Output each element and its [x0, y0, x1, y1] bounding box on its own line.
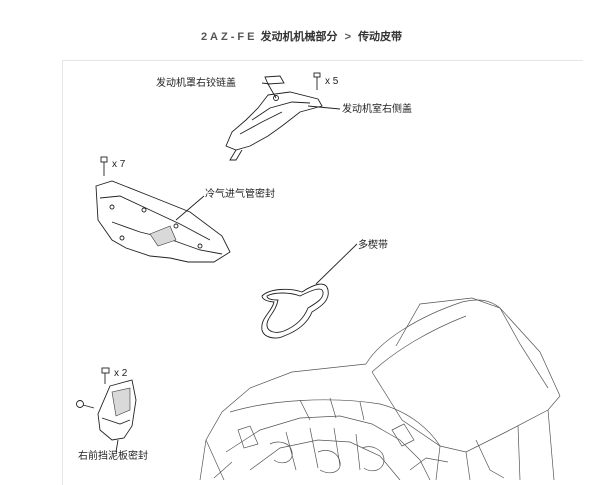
fender-seal-label: 右前挡泥板密封: [78, 449, 148, 462]
side-cover-bolt-qty: x 5: [325, 76, 339, 87]
cool-air-seal-part: [95, 180, 231, 263]
side-cover-part: [225, 91, 323, 161]
fender-seal-bolt-qty: x 2: [114, 368, 128, 379]
cool-air-seal-bolt-icon: [100, 156, 108, 176]
breadcrumb: 2AZ-FE 发动机机械部分 > 传动皮带: [0, 28, 603, 44]
side-cover-label: 发动机室右侧盖: [342, 102, 412, 115]
cool-air-seal-label: 冷气进气管密封: [205, 187, 275, 200]
breadcrumb-separator: >: [344, 31, 351, 43]
v-ribbed-belt-part: [261, 283, 329, 339]
cool-air-seal-bolt-qty: x 7: [112, 159, 126, 170]
breadcrumb-section[interactable]: 发动机机械部分: [260, 31, 338, 43]
fender-seal-part: [97, 379, 137, 441]
side-cover-bolt-icon: [313, 72, 321, 90]
hinge-cover-part: [264, 75, 285, 85]
fender-seal-bolt-icon: [101, 367, 110, 384]
diagram-frame: [62, 60, 583, 485]
breadcrumb-page: 传动皮带: [358, 31, 403, 43]
car-body-illustration: [199, 297, 561, 481]
fender-clip-icon: [76, 400, 95, 409]
breadcrumb-model[interactable]: 2AZ-FE: [200, 31, 258, 43]
hinge-cover-label: 发动机罩右铰链盖: [156, 76, 236, 89]
v-ribbed-belt-label: 多楔带: [358, 238, 388, 251]
